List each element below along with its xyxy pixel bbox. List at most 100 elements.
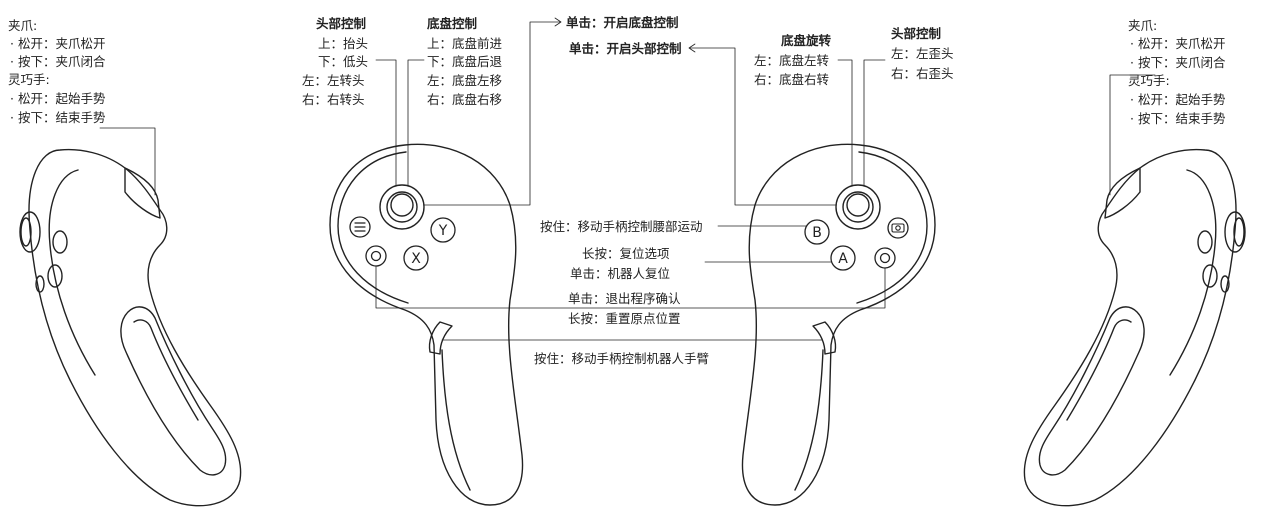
right-hand-press: · 按下：结束手势 xyxy=(1130,111,1226,126)
left-hand-title: 灵巧手: xyxy=(8,72,50,87)
left-front-inner-rim xyxy=(337,151,409,304)
y-button: Y xyxy=(430,217,456,243)
chassis-control-down: 下：底盘后退 xyxy=(427,54,503,69)
chassis-control-title: 底盘控制 xyxy=(427,16,478,31)
left-side-grip-panel xyxy=(120,306,227,476)
hold-waist-motion: 按住：移动手柄控制腰部运动 xyxy=(540,219,703,234)
chassis-control-right: 右：底盘右移 xyxy=(427,92,503,107)
right-thumbstick-base xyxy=(835,184,881,230)
head-control-left-title: 头部控制 xyxy=(316,16,367,31)
right-side-button-small xyxy=(1220,275,1230,293)
left-side-inner-contour xyxy=(48,169,96,376)
head-control-left-up: 上：抬头 xyxy=(318,36,369,51)
left-front-grip-line xyxy=(441,349,471,491)
right-hand-release: · 松开：起始手势 xyxy=(1130,92,1226,107)
leader-exit-origin xyxy=(375,265,886,309)
left-side-thumbstick-cap xyxy=(20,217,32,247)
x-button-label: X xyxy=(411,251,421,267)
right-side-trigger xyxy=(1104,167,1141,219)
leader-head-control-left xyxy=(375,59,397,186)
right-front-inner-rim xyxy=(856,151,928,304)
y-button-label: Y xyxy=(438,223,448,239)
left-hand-press: · 按下：结束手势 xyxy=(10,110,106,125)
right-thumbstick-cap xyxy=(842,191,874,223)
click-enable-head: 单击：开启头部控制 xyxy=(569,41,682,56)
left-side-trigger xyxy=(124,167,161,219)
chassis-control-left: 左：底盘左移 xyxy=(427,73,503,88)
head-control-left-right: 右：右转头 xyxy=(302,92,365,107)
left-side-button-small xyxy=(35,275,45,293)
right-side-button-upper xyxy=(1197,230,1213,254)
long-press-reset-origin: 长按：重置原点位置 xyxy=(568,311,681,326)
circle-button-icon xyxy=(370,250,382,262)
right-side-thumbstick-cap xyxy=(1233,217,1245,247)
chassis-rotate-left: 左：底盘左转 xyxy=(754,53,830,68)
left-side-controller xyxy=(19,127,242,507)
click-enable-chassis: 单击：开启底盘控制 xyxy=(566,15,679,30)
left-front-trigger xyxy=(428,321,453,355)
b-button: B xyxy=(804,219,830,245)
x-button: X xyxy=(403,245,429,271)
right-gripper-press: · 按下：夹爪闭合 xyxy=(1130,55,1226,70)
left-side-leader-line xyxy=(99,127,156,196)
right-side-leader-line xyxy=(1109,74,1156,196)
camera-icon xyxy=(891,223,905,233)
left-side-body-outline xyxy=(28,148,242,507)
leader-click-chassis xyxy=(423,21,561,206)
left-thumbstick-base xyxy=(379,184,425,230)
right-front-trigger xyxy=(812,321,837,355)
left-hand-release: · 松开：起始手势 xyxy=(10,91,106,106)
menu-icon xyxy=(354,222,366,232)
head-control-right-title: 头部控制 xyxy=(891,26,942,41)
home-button-left xyxy=(365,245,387,267)
right-side-controller xyxy=(1023,74,1246,507)
right-hand-title: 灵巧手: xyxy=(1128,73,1170,88)
head-control-right-left: 左：左歪头 xyxy=(891,46,954,61)
left-gripper-title: 夹爪: xyxy=(8,18,38,33)
click-robot-reset: 单击：机器人复位 xyxy=(570,266,671,281)
click-exit-confirm: 单击：退出程序确认 xyxy=(568,291,681,306)
right-side-thumbstick xyxy=(1224,211,1246,253)
a-button: A xyxy=(830,245,856,271)
leader-lines xyxy=(375,17,886,341)
right-front-grip-line xyxy=(794,349,824,491)
head-control-left-down: 下：低头 xyxy=(318,54,369,69)
leader-chassis-rotate xyxy=(837,59,853,186)
left-front-controller xyxy=(329,143,524,506)
chassis-rotate-right: 右：底盘右转 xyxy=(754,72,830,87)
left-side-button-upper xyxy=(52,230,68,254)
left-gripper-release: · 松开：夹爪松开 xyxy=(10,36,106,51)
right-side-body-outline xyxy=(1023,148,1237,507)
circle-button-icon xyxy=(879,252,891,264)
leader-click-head-arrow xyxy=(688,43,696,53)
screenshot-button xyxy=(887,217,909,239)
left-side-button-lower xyxy=(47,264,63,288)
leader-click-head xyxy=(689,47,837,206)
long-press-reset-options: 长按：复位选项 xyxy=(582,246,670,261)
leader-click-chassis-arrow xyxy=(554,17,562,27)
head-control-left-left: 左：左转头 xyxy=(302,73,365,88)
right-side-grip-panel xyxy=(1038,306,1145,476)
right-side-inner-contour xyxy=(1169,169,1217,376)
right-front-body-outline xyxy=(741,143,936,506)
right-thumbstick-inner xyxy=(846,193,870,217)
right-side-button-lower xyxy=(1202,264,1218,288)
left-gripper-press: · 按下：夹爪闭合 xyxy=(10,54,106,69)
a-button-label: A xyxy=(838,251,848,267)
chassis-control-up: 上：底盘前进 xyxy=(427,36,503,51)
head-control-right-right: 右：右歪头 xyxy=(891,66,954,81)
left-thumbstick-inner xyxy=(390,193,414,217)
leader-chassis-control xyxy=(407,59,425,186)
right-gripper-title: 夹爪: xyxy=(1128,18,1158,33)
leader-head-control-right xyxy=(863,59,886,186)
chassis-rotate-title: 底盘旋转 xyxy=(781,33,832,48)
menu-button xyxy=(349,216,371,238)
home-button-right xyxy=(874,247,896,269)
hold-arm-control: 按住：移动手柄控制机器人手臂 xyxy=(534,351,710,366)
right-gripper-release: · 松开：夹爪松开 xyxy=(1130,36,1226,51)
left-side-grip-inner xyxy=(133,319,199,421)
right-side-grip-inner xyxy=(1066,319,1132,421)
left-side-thumbstick xyxy=(19,211,41,253)
